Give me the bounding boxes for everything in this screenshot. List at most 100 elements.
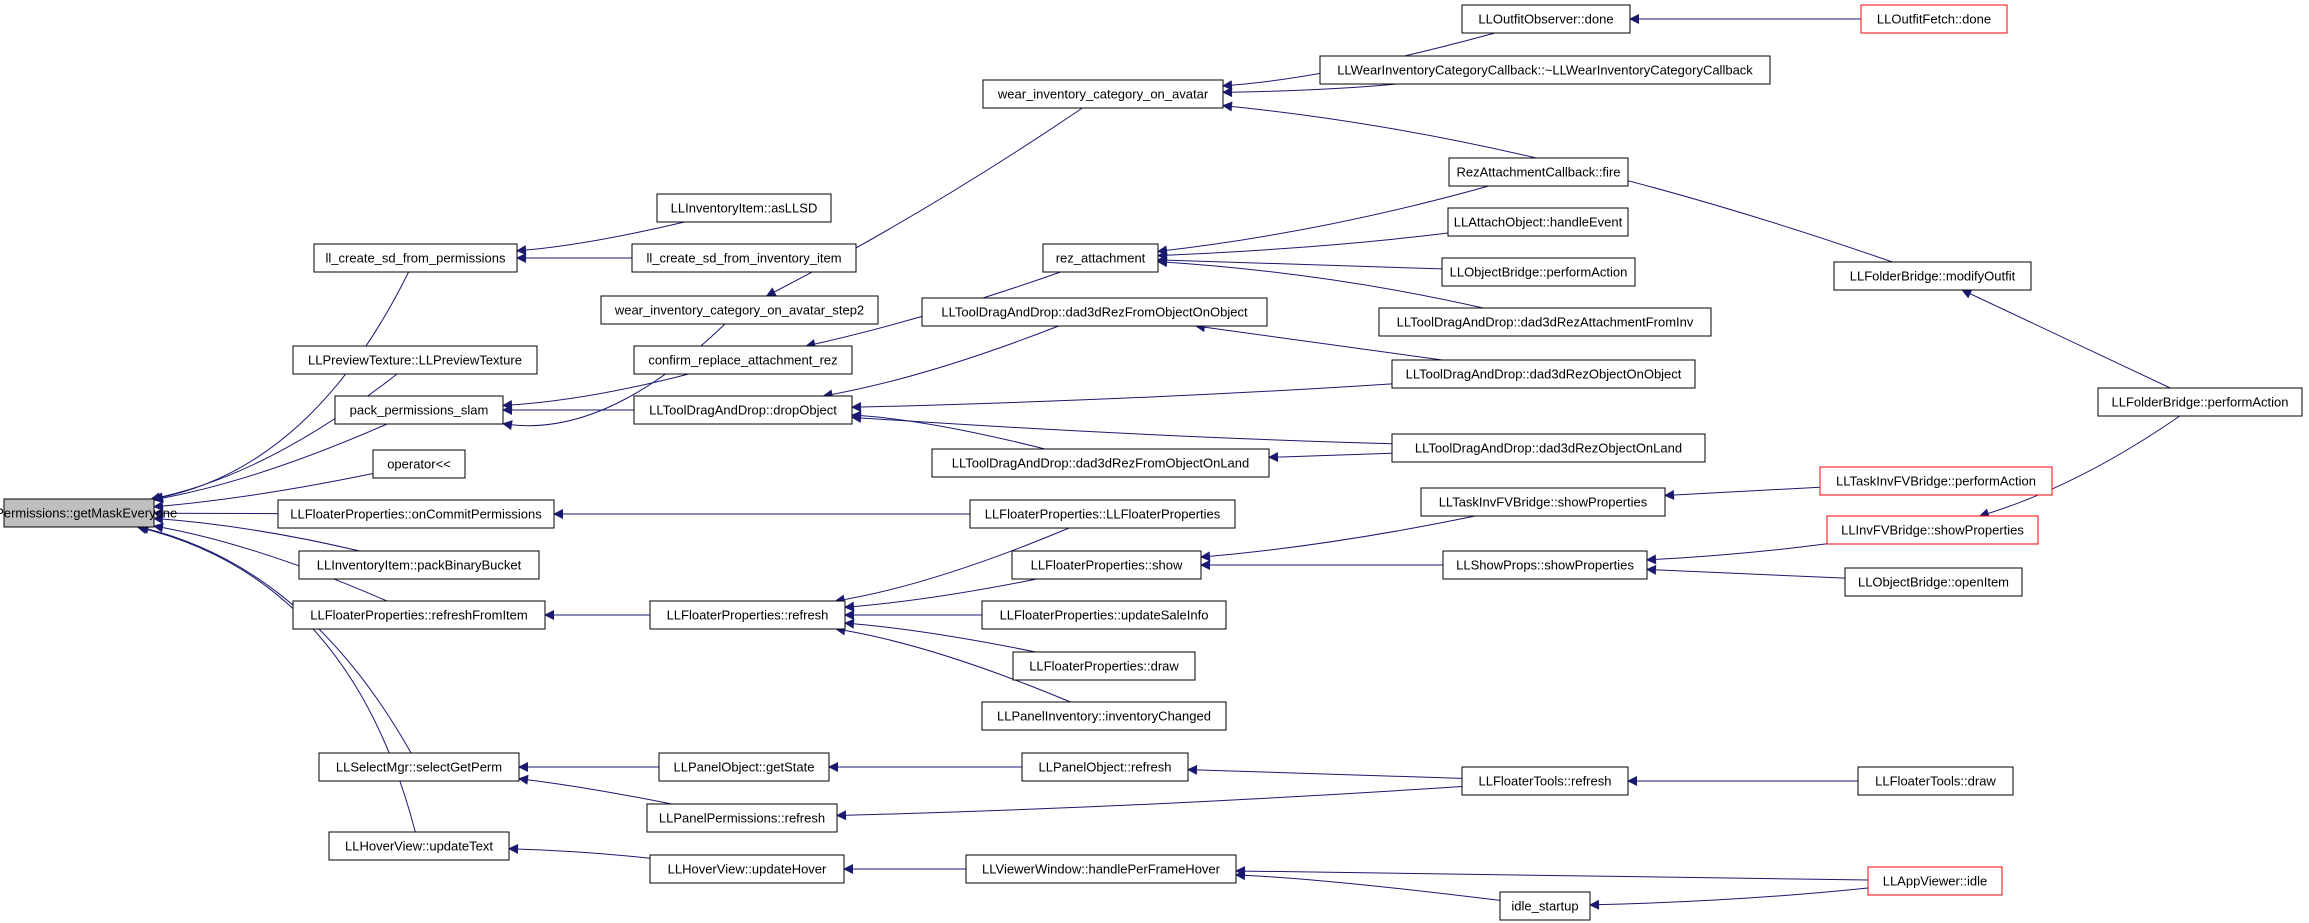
node-box xyxy=(1378,307,1712,337)
node-label: LLTaskInvFVBridge::showProperties xyxy=(1439,495,1648,510)
node-inv-item-aslls[interactable]: LLInventoryItem::asLLSD xyxy=(656,193,832,223)
node-box xyxy=(313,243,518,273)
node-dad3d-from-obj-on-land[interactable]: LLToolDragAndDrop::dad3dRezFromObjectOnL… xyxy=(931,448,1270,478)
node-dad3d-obj-on-land[interactable]: LLToolDragAndDrop::dad3dRezObjectOnLand xyxy=(1391,433,1706,463)
node-object-bridge-perform[interactable]: LLObjectBridge::performAction xyxy=(1441,257,1636,287)
node-drop-object[interactable]: LLToolDragAndDrop::dropObject xyxy=(633,395,853,425)
node-confirm-replace[interactable]: confirm_replace_attachment_rez xyxy=(633,345,853,375)
node-label: wear_inventory_category_on_avatar_step2 xyxy=(614,303,864,318)
node-pack-permissions-slam[interactable]: pack_permissions_slam xyxy=(334,395,504,425)
node-wear-on-avatar[interactable]: wear_inventory_category_on_avatar xyxy=(982,79,1224,109)
call-edge-root-from-select-get-perm xyxy=(138,524,412,754)
node-box xyxy=(1857,766,2014,796)
node-dad3d-attach-inv[interactable]: LLToolDragAndDrop::dad3dRezAttachmentFro… xyxy=(1378,307,1712,337)
node-box xyxy=(1442,550,1648,580)
node-box xyxy=(1420,487,1666,517)
node-wear-callback-dtor[interactable]: LLWearInventoryCategoryCallback::~LLWear… xyxy=(1319,55,1771,85)
node-box xyxy=(1819,466,2053,496)
call-edge-root-from-preview-texture xyxy=(150,373,398,503)
node-box xyxy=(1042,243,1159,273)
node-viewer-window-hover[interactable]: LLViewerWindow::handlePerFrameHover xyxy=(965,854,1237,884)
node-box xyxy=(982,79,1224,109)
node-box xyxy=(658,752,830,782)
node-preview-texture[interactable]: LLPreviewTexture::LLPreviewTexture xyxy=(292,345,538,375)
call-edge-drop-object-from-dad3d-obj-on-obj xyxy=(851,383,1393,413)
node-fp-show[interactable]: LLFloaterProperties::show xyxy=(1011,550,1202,580)
node-label: LLFolderBridge::performAction xyxy=(2111,395,2288,410)
node-fp-refresh-from-item[interactable]: LLFloaterProperties::refreshFromItem xyxy=(292,600,546,630)
call-edge-root-from-ll-create-sd-from-permissions xyxy=(152,271,410,503)
node-ll-create-sd-from-permissions[interactable]: ll_create_sd_from_permissions xyxy=(313,243,518,273)
node-label: LLFloaterProperties::updateSaleInfo xyxy=(1000,608,1209,623)
node-inv-pack-binary[interactable]: LLInventoryItem::packBinaryBucket xyxy=(298,550,540,580)
node-idle-startup[interactable]: idle_startup xyxy=(1499,891,1591,921)
node-label: RezAttachmentCallback::fire xyxy=(1456,165,1620,180)
node-panel-inv-changed[interactable]: LLPanelInventory::inventoryChanged xyxy=(981,701,1227,731)
call-edge-fp-show-from-taskinv-show-props xyxy=(1200,515,1476,562)
node-label: LLFloaterTools::draw xyxy=(1875,774,1996,789)
node-box xyxy=(1461,766,1629,796)
node-hover-update-hover[interactable]: LLHoverView::updateHover xyxy=(649,854,845,884)
node-label: operator<< xyxy=(387,457,451,472)
node-box xyxy=(646,803,838,833)
node-select-get-perm[interactable]: LLSelectMgr::selectGetPerm xyxy=(318,752,520,782)
node-panel-obj-getstate[interactable]: LLPanelObject::getState xyxy=(658,752,830,782)
node-fp-on-commit[interactable]: LLFloaterProperties::onCommitPermissions xyxy=(277,499,555,529)
node-invfv-show-props[interactable]: LLInvFVBridge::showProperties xyxy=(1826,515,2039,545)
node-folder-modify-outfit[interactable]: LLFolderBridge::modifyOutfit xyxy=(1833,261,2032,291)
node-panel-perm-refresh[interactable]: LLPanelPermissions::refresh xyxy=(646,803,838,833)
call-edge-rez-attachment-from-attach-object-handle xyxy=(1157,232,1449,261)
node-fp-ctor[interactable]: LLFloaterProperties::LLFloaterProperties xyxy=(969,499,1236,529)
node-box xyxy=(656,193,832,223)
call-edge-fp-refresh-from-fp-draw xyxy=(844,618,1036,653)
node-operator-lshift[interactable]: operator<< xyxy=(372,449,466,479)
node-box xyxy=(1461,4,1631,34)
node-showprops-show[interactable]: LLShowProps::showProperties xyxy=(1442,550,1648,580)
node-floater-tools-refresh[interactable]: LLFloaterTools::refresh xyxy=(1461,766,1629,796)
node-attach-object-handle[interactable]: LLAttachObject::handleEvent xyxy=(1447,207,1629,237)
node-box xyxy=(931,448,1270,478)
call-edge-taskinv-show-props-from-taskinv-perform xyxy=(1664,486,1821,500)
node-hover-update-text[interactable]: LLHoverView::updateText xyxy=(328,831,510,861)
node-fp-draw[interactable]: LLFloaterProperties::draw xyxy=(1012,651,1196,681)
node-label: LLFloaterProperties::draw xyxy=(1029,659,1179,674)
node-label: LLFloaterProperties::show xyxy=(1031,558,1183,573)
node-label: LLInvFVBridge::showProperties xyxy=(1841,523,2024,538)
node-label: idle_startup xyxy=(1511,899,1578,914)
node-floater-tools-draw[interactable]: LLFloaterTools::draw xyxy=(1857,766,2014,796)
node-ll-create-sd-from-inventory-item[interactable]: ll_create_sd_from_inventory_item xyxy=(631,243,857,273)
node-rez-attachment[interactable]: rez_attachment xyxy=(1042,243,1159,273)
node-outfit-observer-done[interactable]: LLOutfitObserver::done xyxy=(1461,4,1631,34)
node-label: LLPanelPermissions::refresh xyxy=(659,811,825,826)
call-edge-rez-attachment-from-rez-attach-cb-fire xyxy=(1157,185,1489,256)
node-app-viewer-idle[interactable]: LLAppViewer::idle xyxy=(1867,866,2003,896)
node-box xyxy=(649,600,846,630)
call-edge-dad3d-from-obj-on-land-from-dad3d-obj-on-land xyxy=(1268,452,1393,463)
node-box xyxy=(1448,157,1629,187)
node-box xyxy=(2097,387,2303,417)
node-box xyxy=(1826,515,2039,545)
node-fp-update-sale[interactable]: LLFloaterProperties::updateSaleInfo xyxy=(981,600,1227,630)
node-folder-perform-action[interactable]: LLFolderBridge::performAction xyxy=(2097,387,2303,417)
node-box xyxy=(631,243,857,273)
call-edge-dad3d-from-obj-on-obj-from-dad3d-obj-on-obj xyxy=(1194,322,1443,361)
node-root[interactable]: LLPermissions::getMaskEveryone xyxy=(0,498,177,528)
node-label: LLViewerWindow::handlePerFrameHover xyxy=(982,862,1221,877)
node-fp-refresh[interactable]: LLFloaterProperties::refresh xyxy=(649,600,846,630)
node-outfit-fetch-done[interactable]: LLOutfitFetch::done xyxy=(1860,4,2008,34)
node-dad3d-from-obj-on-obj[interactable]: LLToolDragAndDrop::dad3dRezFromObjectOnO… xyxy=(921,297,1268,327)
node-label: LLSelectMgr::selectGetPerm xyxy=(336,760,502,775)
node-box xyxy=(292,345,538,375)
node-label: LLPanelObject::getState xyxy=(674,760,815,775)
node-box xyxy=(1441,257,1636,287)
node-label: LLToolDragAndDrop::dad3dRezObjectOnObjec… xyxy=(1406,367,1682,382)
node-rez-attach-cb-fire[interactable]: RezAttachmentCallback::fire xyxy=(1448,157,1629,187)
node-wear-step2[interactable]: wear_inventory_category_on_avatar_step2 xyxy=(600,295,879,325)
node-box xyxy=(1833,261,2032,291)
node-panel-obj-refresh[interactable]: LLPanelObject::refresh xyxy=(1021,752,1189,782)
node-object-bridge-open[interactable]: LLObjectBridge::openItem xyxy=(1844,567,2023,597)
node-taskinv-perform[interactable]: LLTaskInvFVBridge::performAction xyxy=(1819,466,2053,496)
node-dad3d-obj-on-obj[interactable]: LLToolDragAndDrop::dad3dRezObjectOnObjec… xyxy=(1391,359,1696,389)
node-taskinv-show-props[interactable]: LLTaskInvFVBridge::showProperties xyxy=(1420,487,1666,517)
